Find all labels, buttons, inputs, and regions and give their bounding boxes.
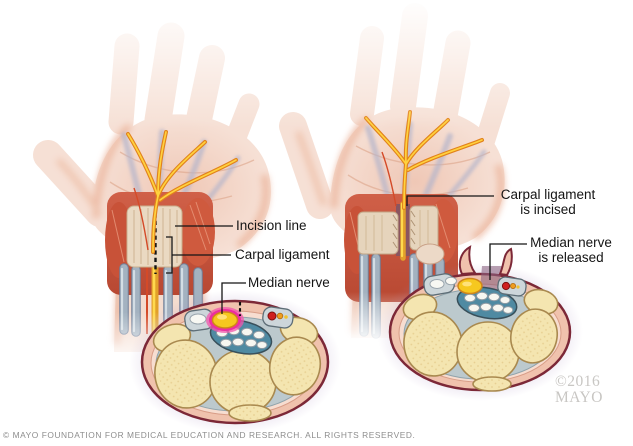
ligament-incised-leader [406, 195, 494, 206]
ligament-left-half [357, 211, 399, 255]
watermark-name: MAYO [555, 388, 603, 406]
compressed-median-nerve [206, 307, 244, 333]
ulnar-canal [262, 306, 294, 329]
copyright-notice: © MAYO FOUNDATION FOR MEDICAL EDUCATION … [3, 430, 416, 440]
label-incision-line: Incision line [236, 218, 307, 233]
left-wrist-cross-section [129, 290, 341, 434]
left-hypothenar-muscle [181, 198, 215, 266]
ulnar-artery [501, 281, 511, 291]
label-line: Carpal ligament [500, 187, 596, 202]
right-thumb [279, 112, 334, 219]
label-line: Median nerve [530, 235, 612, 250]
fingertip-fade [0, 0, 633, 128]
mayo-watermark: ©2016 MAYO [555, 374, 603, 406]
label-carpal-ligament: Carpal ligament [235, 247, 330, 262]
pisiform-mound [415, 243, 445, 265]
label-carpal-ligament-incised: Carpal ligament is incised [492, 187, 604, 218]
label-line: is incised [520, 201, 576, 217]
leader-lines [166, 195, 527, 314]
nerve-released-leader [489, 243, 527, 280]
label-median-nerve-released: Median nerve is released [521, 235, 621, 266]
ligament-flap-right [498, 247, 513, 277]
left-palm-nerve-branches [126, 130, 238, 254]
carpal-ligament-bracket [166, 236, 231, 274]
flexor-tendons [464, 291, 514, 314]
released-median-nerve [457, 277, 483, 295]
ligament-flap-left [458, 245, 477, 276]
incised-ligament-opening [458, 245, 513, 292]
ulnar-artery [267, 311, 277, 321]
carpal-tunnel-contents [423, 273, 527, 320]
watermark-year: ©2016 [555, 373, 601, 390]
label-median-nerve: Median nerve [248, 275, 330, 290]
released-nerve-in-gap [400, 201, 406, 261]
right-wrist-cross-section [377, 245, 583, 401]
incised-carpal-ligament [357, 201, 439, 261]
label-line: is released [538, 249, 604, 265]
median-nerve-leader [221, 282, 246, 314]
left-hand [33, 22, 271, 352]
carpal-tunnel-contents [184, 302, 294, 355]
ulnar-canal [497, 276, 527, 297]
